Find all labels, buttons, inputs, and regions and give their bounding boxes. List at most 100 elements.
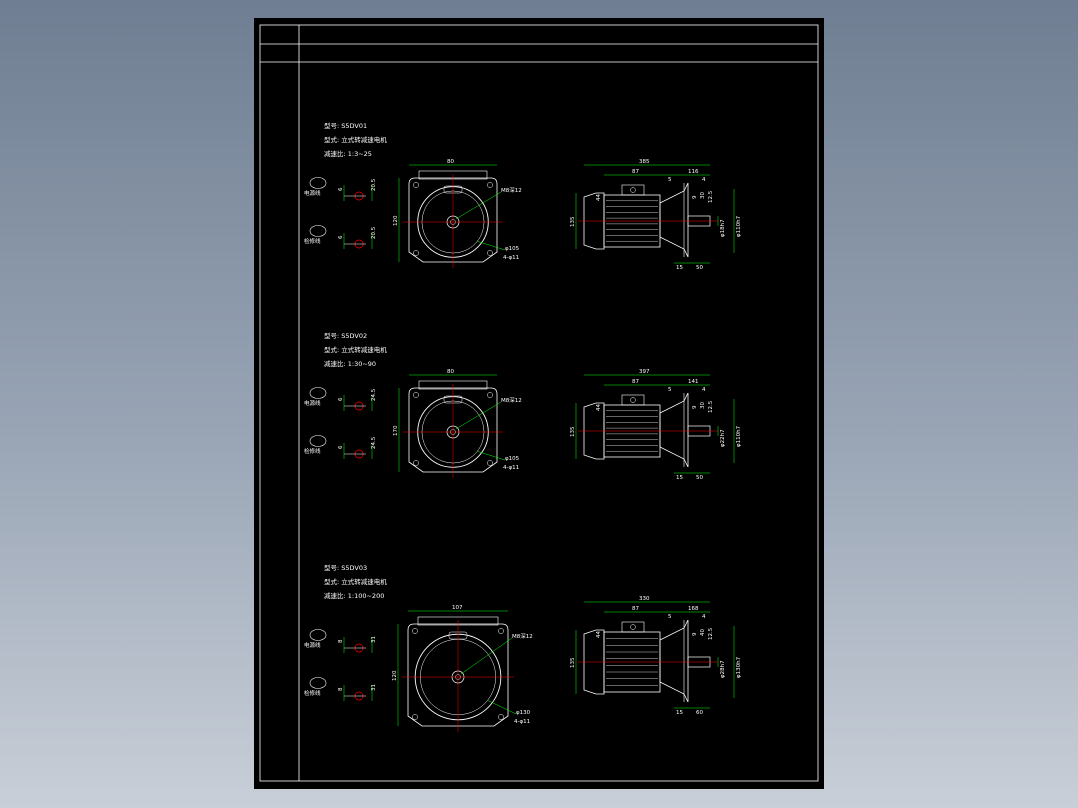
dim-135: 135 (570, 216, 576, 227)
leader-mount (455, 191, 502, 220)
dim-12-5: 12.5 (708, 400, 714, 413)
shaft-dia-a: φ18h7 (720, 219, 726, 237)
dim-15: 15 (676, 265, 683, 271)
pcd-dim: φ105 (505, 246, 520, 252)
dim-50: 60 (696, 710, 703, 716)
key-dim-b: 24.5 (371, 388, 377, 401)
terminal-gland (630, 187, 636, 193)
leader-pcd (477, 451, 506, 461)
height-dim: 120 (392, 670, 398, 681)
terminal-box-side (621, 621, 645, 633)
overall-dim: 397 (639, 369, 650, 375)
leader-mount (455, 401, 502, 430)
dim-5: 5 (668, 614, 672, 620)
height-dim: 120 (393, 215, 399, 226)
height-dim: 170 (393, 425, 399, 436)
pcd-dim: φ105 (505, 456, 520, 462)
fan-cover (583, 402, 605, 460)
front-view: 80 170 M8深12 φ105 4-φ11 (393, 369, 522, 478)
fan-cover (583, 192, 605, 250)
wire-label: 检修线 (304, 237, 321, 245)
dim-4: 4 (702, 387, 706, 393)
flange-outline (408, 387, 498, 473)
pcd-dim: φ130 (516, 710, 531, 716)
fan-cover (583, 629, 605, 695)
holes-dim: 4-φ11 (503, 465, 519, 471)
holes-dim: 4-φ11 (503, 255, 519, 261)
flange-outline (408, 177, 498, 263)
leader-pcd (477, 241, 506, 251)
overall-dim: 385 (639, 159, 650, 165)
mount-hole (413, 250, 419, 256)
leader-mount (460, 637, 513, 675)
mount-hole (487, 392, 493, 398)
wire-label: 电源线 (304, 641, 321, 649)
wire-symbol-ellipse (309, 177, 327, 189)
terminal-gland (630, 397, 636, 403)
mount-hole (498, 628, 504, 634)
dim-44: 44 (596, 194, 602, 201)
flange-dia-b: φ110h7 (736, 425, 742, 447)
drawing-sheet: 型号: S5DV01 型式: 立式转减速电机减速比: 1:3~25 电源线 6 20.5… (254, 18, 824, 789)
width-dim: 80 (447, 369, 454, 375)
wire-symbol-ellipse (309, 435, 327, 447)
wire-label: 检修线 (304, 447, 321, 455)
mount-hole-dim: M8深12 (512, 632, 533, 640)
overall-dim: 330 (639, 596, 650, 602)
gear-dim: 116 (688, 169, 699, 175)
key-dim-b: 24.5 (371, 436, 377, 449)
dim-135: 135 (570, 426, 576, 437)
wire-symbol-service: 检修线 6 24.5 (304, 435, 377, 459)
wire-symbol-ellipse (309, 629, 327, 641)
dim-30: 30 (700, 402, 706, 409)
terminal-box-side (621, 394, 645, 406)
mount-hole (413, 460, 419, 466)
ratio-label: 减速比: 1:3~25 (324, 149, 372, 158)
terminal-gland (630, 624, 636, 630)
ratio-label: 减速比: 1:30~90 (324, 359, 376, 368)
key-dim-b: 20.5 (371, 178, 377, 191)
shaft-dia-a: φ28h7 (720, 660, 726, 678)
dim-50: 50 (696, 265, 703, 271)
dim-5: 5 (668, 177, 672, 183)
dim-9: 9 (692, 405, 698, 409)
mount-hole-dim: M8深12 (501, 396, 522, 404)
dim-4: 4 (702, 614, 706, 620)
dim-4: 4 (702, 177, 706, 183)
width-dim: 80 (447, 159, 454, 165)
type-label: 型式: 立式转减速电机 (324, 135, 387, 144)
key-dim-a: 6 (338, 397, 344, 401)
gear-dim: 168 (688, 606, 699, 612)
mount-hole (498, 714, 504, 720)
dim-5: 5 (668, 387, 672, 393)
key-dim-a: 8 (338, 687, 344, 691)
wire-label: 检修线 (304, 689, 321, 697)
model-label: 型号: S5DV01 (324, 121, 367, 130)
shaft-dia-a: φ22h7 (720, 429, 726, 447)
flange-dia-b: φ110h7 (736, 215, 742, 237)
wire-symbol-ellipse (309, 677, 327, 689)
type-label: 型式: 立式转减速电机 (324, 345, 387, 354)
mount-hole (413, 182, 419, 188)
mount-hole (413, 392, 419, 398)
dim-9: 9 (692, 632, 698, 636)
flange-dia-b: φ130h7 (736, 656, 742, 678)
mount-hole (487, 460, 493, 466)
motor-dim: 87 (632, 379, 639, 385)
mount-hole (487, 182, 493, 188)
wire-symbol-ellipse (309, 225, 327, 237)
dim-12-5: 12.5 (708, 627, 714, 640)
key-dim-a: 6 (338, 445, 344, 449)
mount-hole (487, 250, 493, 256)
